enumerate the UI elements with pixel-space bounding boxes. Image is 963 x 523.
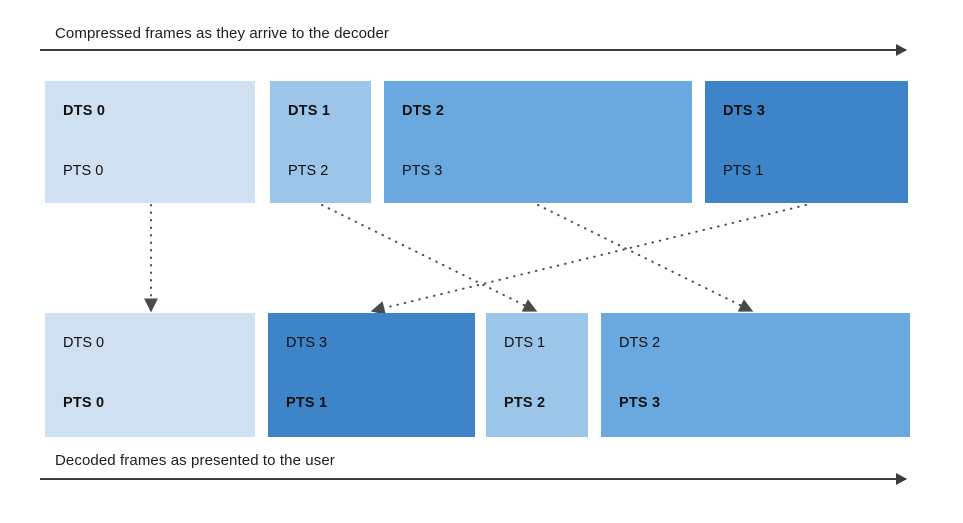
decoded-frame-0-pts: PTS 0 [63, 395, 105, 411]
compressed-frame-3-dts: DTS 3 [723, 103, 766, 119]
decoded-frames-caption: Decoded frames as presented to the user [55, 452, 335, 469]
decoded-frame-2[interactable]: DTS 1 PTS 2 [486, 313, 588, 437]
compressed-frame-0-dts: DTS 0 [63, 103, 106, 119]
compressed-frame-0-pts: PTS 0 [63, 163, 104, 179]
decoded-frame-1[interactable]: DTS 3 PTS 1 [268, 313, 475, 437]
compressed-frame-1-pts: PTS 2 [288, 163, 329, 179]
compressed-frame-0[interactable]: DTS 0 PTS 0 [45, 81, 255, 203]
connector-dts1-to-pts2 [321, 204, 538, 312]
compressed-frame-3-pts: PTS 1 [723, 163, 764, 179]
decoded-frame-3[interactable]: DTS 2 PTS 3 [601, 313, 910, 437]
compressed-frames-caption: Compressed frames as they arrive to the … [55, 25, 390, 42]
compressed-frame-2[interactable]: DTS 2 PTS 3 [384, 81, 692, 203]
decoded-frame-3-pts: PTS 3 [619, 395, 661, 411]
decoded-frame-0[interactable]: DTS 0 PTS 0 [45, 313, 255, 437]
connector-dts3-to-pts1 [370, 204, 807, 315]
compressed-frame-2-pts: PTS 3 [402, 163, 443, 179]
compressed-frame-2-dts: DTS 2 [402, 103, 445, 119]
decoded-timeline-arrow-icon [40, 473, 907, 485]
compressed-frame-1[interactable]: DTS 1 PTS 2 [270, 81, 371, 203]
decoded-frame-2-pts: PTS 2 [504, 395, 546, 411]
decoded-frame-1-pts: PTS 1 [286, 395, 328, 411]
connector-dts2-to-pts3 [537, 204, 754, 312]
compressed-frame-1-dts: DTS 1 [288, 103, 331, 119]
decoded-frame-3-dts: DTS 2 [619, 335, 661, 351]
decoded-frame-0-dts: DTS 0 [63, 335, 105, 351]
compressed-frame-3[interactable]: DTS 3 PTS 1 [705, 81, 908, 203]
decoded-frame-1-dts: DTS 3 [286, 335, 328, 351]
decoded-frame-2-dts: DTS 1 [504, 335, 546, 351]
compressed-timeline-arrow-icon [40, 44, 907, 56]
